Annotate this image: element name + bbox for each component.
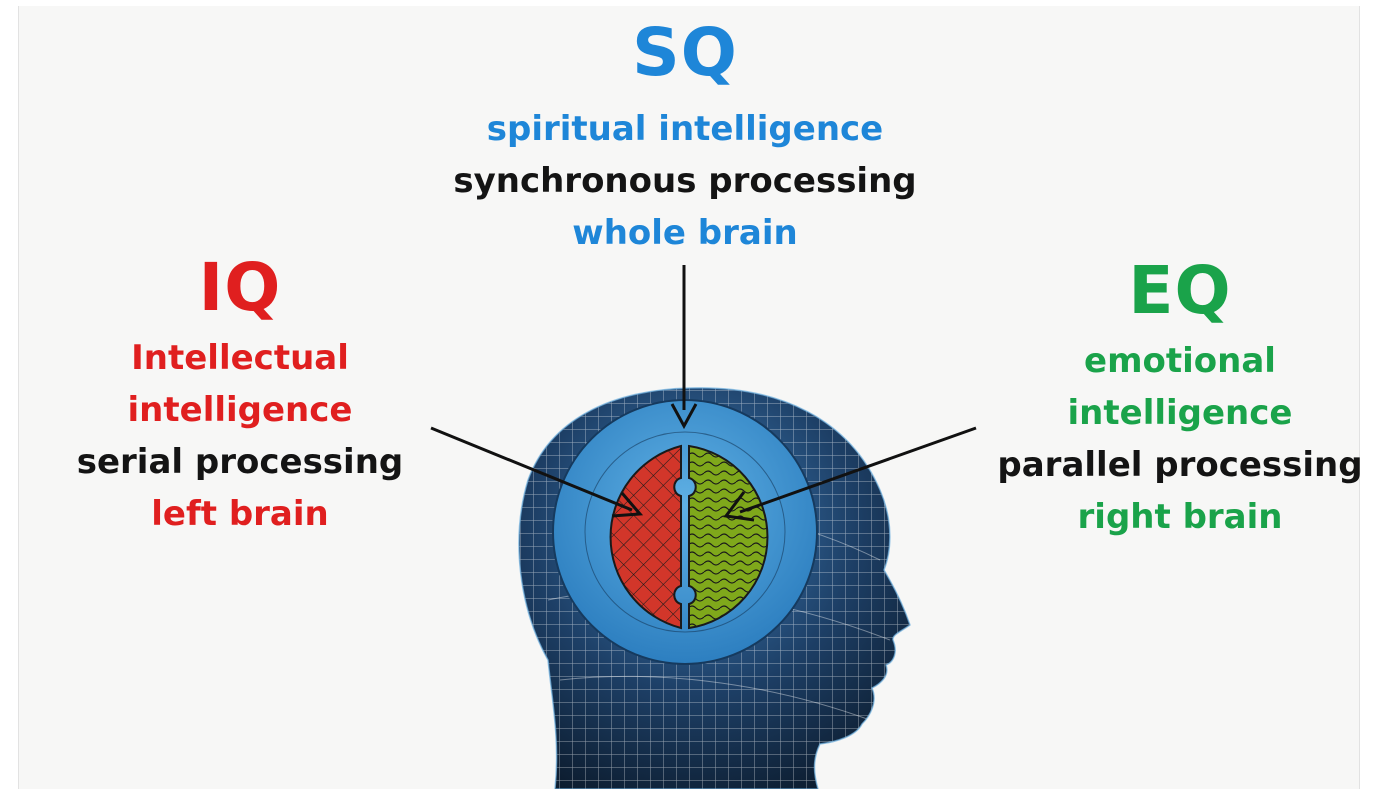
sq-line-spiritual-intelligence: spiritual intelligence [486, 109, 884, 149]
sq-line-whole-brain: whole brain [572, 213, 798, 253]
left-brain-hemisphere [609, 444, 682, 630]
brain-circle [552, 399, 818, 665]
right-brain-hemisphere [688, 444, 769, 630]
iq-line-left-brain: left brain [151, 494, 329, 534]
eq-line-intelligence: intelligence [1067, 393, 1293, 433]
eq-line-parallel-processing: parallel processing [997, 445, 1363, 485]
iq-line-serial-processing: serial processing [76, 442, 404, 482]
iq-label-block: IQ Intellectual intelligence serial proc… [60, 249, 420, 534]
eq-line-right-brain: right brain [1077, 497, 1283, 537]
iq-line-intelligence: intelligence [127, 390, 353, 430]
iq-arrow [430, 426, 644, 518]
eq-label-block: EQ emotional intelligence parallel proce… [985, 252, 1375, 537]
iq-title: IQ [198, 249, 282, 326]
sq-line-synchronous-processing: synchronous processing [453, 161, 917, 201]
sq-label-block: SQ spiritual intelligence synchronous pr… [430, 14, 940, 253]
iq-line-intellectual: Intellectual [131, 338, 349, 378]
eq-arrow [723, 426, 977, 522]
sq-title: SQ [632, 14, 738, 91]
eq-line-emotional: emotional [1084, 341, 1276, 381]
sq-arrow [670, 265, 698, 430]
eq-title: EQ [1128, 252, 1232, 329]
